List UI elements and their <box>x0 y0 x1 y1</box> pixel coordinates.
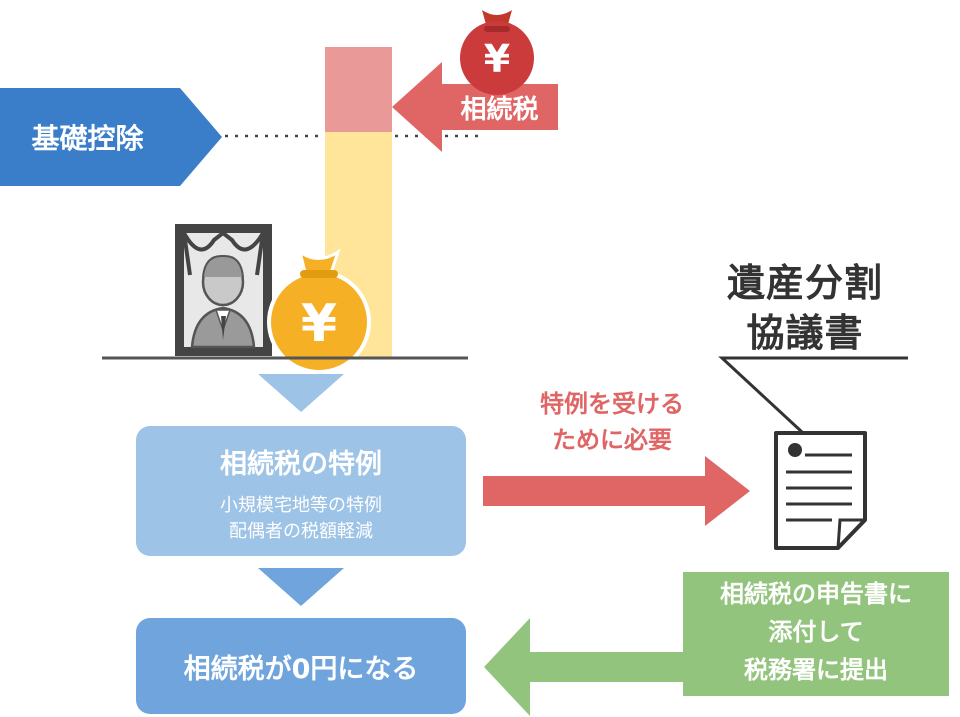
portrait-frame <box>175 224 272 356</box>
basic-deduction-label: 基礎控除 <box>31 122 144 155</box>
filing-line1: 相続税の申告書に <box>720 580 912 608</box>
special-provisions-title: 相続税の特例 <box>220 449 382 480</box>
requirement-note: 特例を受ける ために必要 <box>492 386 732 458</box>
filing-instruction-box: 相続税の申告書に 添付して 税務署に提出 <box>683 572 949 696</box>
tax-money-bag-icon: ¥ <box>460 10 534 95</box>
document-title: 遺産分割 協議書 <box>700 258 910 358</box>
document-icon <box>774 431 867 550</box>
basic-deduction-shape <box>0 88 222 186</box>
document-title-line1: 遺産分割 <box>726 261 883 305</box>
filing-line2: 添付して <box>768 618 864 646</box>
filing-line3: 税務署に提出 <box>744 656 888 684</box>
requirement-note-line1: 特例を受ける <box>540 390 684 418</box>
down-arrow-2 <box>258 568 344 606</box>
special-provision-item: 小規模宅地等の特例 <box>220 495 382 516</box>
special-provisions-box: 相続税の特例 小規模宅地等の特例 配偶者の税額軽減 <box>136 426 466 556</box>
special-provision-item: 配偶者の税額軽減 <box>229 521 373 542</box>
zero-tax-result-box: 相続税が0円になる <box>136 618 466 714</box>
requirement-note-line2: ために必要 <box>552 426 672 454</box>
down-arrow-1 <box>258 374 344 412</box>
left-arrow-green <box>484 618 683 716</box>
estate-money-bag-icon: ¥ <box>267 248 371 374</box>
svg-text:¥: ¥ <box>484 37 510 81</box>
right-arrow-red <box>483 456 750 526</box>
inheritance-tax-label: 相続税 <box>460 94 539 125</box>
svg-text:¥: ¥ <box>301 294 337 354</box>
tax-portion-bar <box>325 47 392 132</box>
document-title-line2: 協議書 <box>746 311 864 355</box>
document-callout-line <box>718 356 908 434</box>
